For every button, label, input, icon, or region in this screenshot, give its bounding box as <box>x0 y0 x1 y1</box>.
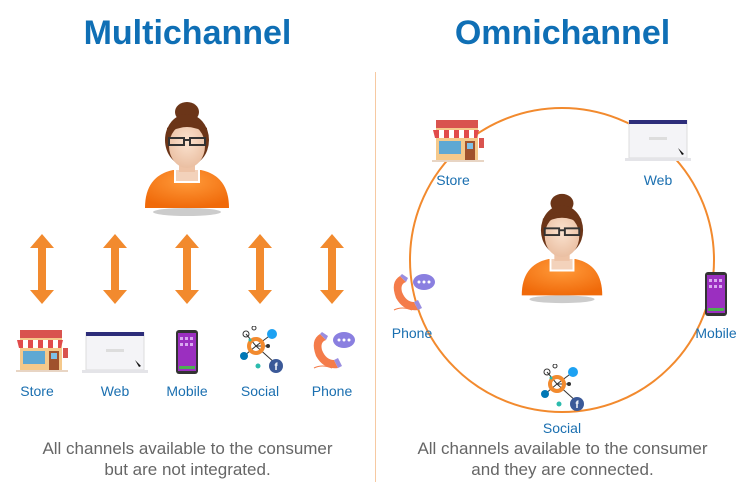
browser-icon <box>625 120 691 162</box>
channel-label-social: Social <box>542 420 582 436</box>
channel-label-web: Web <box>643 172 673 188</box>
multichannel-title: Multichannel <box>83 14 292 52</box>
caption-line: All channels available to the consumer <box>417 439 708 458</box>
phone-chat-icon <box>390 272 436 316</box>
channel-label-web: Web <box>100 383 130 399</box>
omnichannel-title: Omnichannel <box>454 14 671 52</box>
store-icon <box>430 120 486 162</box>
channel-label-phone: Phone <box>311 383 353 399</box>
channel-label-social: Social <box>240 383 280 399</box>
channel-label-mobile: Mobile <box>166 383 208 399</box>
consumer-avatar-icon <box>514 190 610 305</box>
divider <box>375 72 376 482</box>
caption-line: All channels available to the consumer <box>42 439 333 458</box>
channel-label-store: Store <box>20 383 54 399</box>
caption-line: and they are connected. <box>471 460 654 479</box>
multichannel-caption: All channels available to the consumer b… <box>0 438 375 480</box>
smartphone-icon <box>705 272 727 316</box>
channel-label-phone: Phone <box>391 325 433 341</box>
social-network-icon <box>539 364 585 412</box>
omnichannel-caption: All channels available to the consumer a… <box>375 438 750 480</box>
caption-line: but are not integrated. <box>104 460 271 479</box>
channel-label-store: Store <box>436 172 470 188</box>
channel-label-mobile: Mobile <box>695 325 737 341</box>
